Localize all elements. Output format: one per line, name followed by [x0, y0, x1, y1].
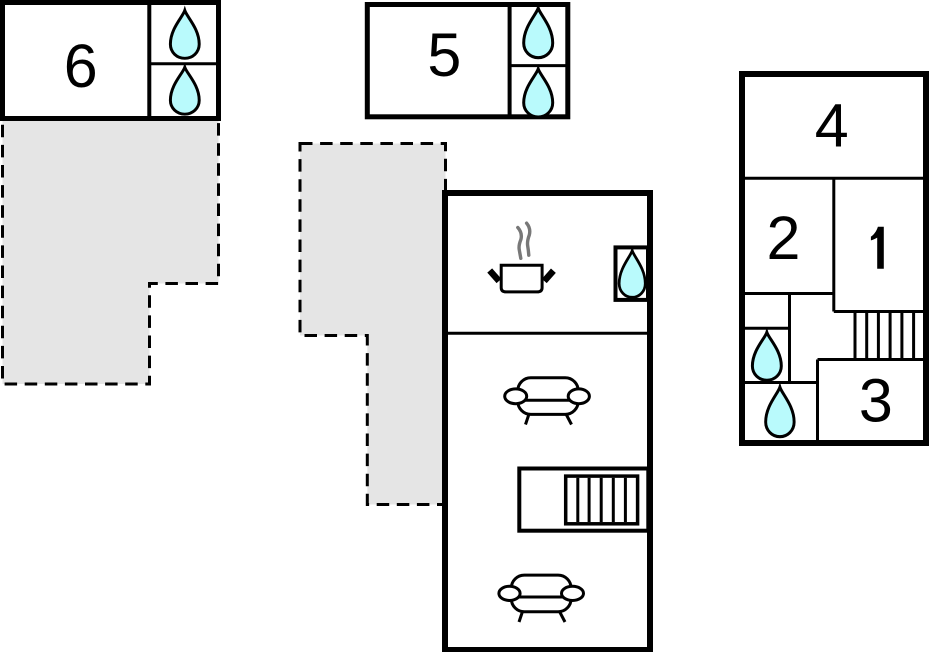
- svg-text:4: 4: [815, 91, 849, 159]
- svg-text:3: 3: [859, 367, 893, 435]
- svg-text:6: 6: [64, 32, 98, 100]
- svg-text:2: 2: [767, 204, 801, 272]
- svg-text:5: 5: [427, 21, 461, 89]
